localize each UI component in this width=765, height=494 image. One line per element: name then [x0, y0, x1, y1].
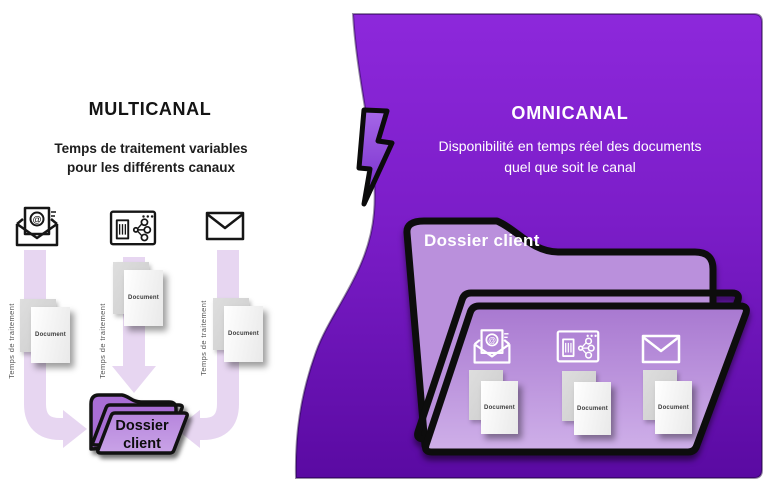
arrow-email-to-folder	[24, 250, 63, 440]
document-card: Document	[124, 270, 163, 326]
vertical-label-envelope: Temps de traitement	[199, 300, 208, 376]
email-at-icon: @	[15, 206, 59, 247]
document-label: Document	[228, 331, 259, 337]
document-label: Document	[658, 404, 689, 411]
document-card: Document	[224, 306, 263, 362]
multicanal-title: MULTICANAL	[88, 99, 212, 119]
small-folder-label-line2: client	[123, 436, 161, 452]
document-label: Document	[128, 295, 159, 301]
omnicanal-subtitle-line2: quel que soit le canal	[504, 159, 636, 175]
document-card: Document	[31, 307, 70, 363]
svg-text:@: @	[33, 215, 42, 225]
document-card: Document	[481, 381, 518, 434]
document-label: Document	[484, 404, 515, 411]
svg-text:@: @	[488, 336, 496, 345]
envelope-icon	[205, 211, 245, 241]
multicanal-subtitle-line2: pour les différents canaux	[66, 160, 236, 175]
document-card: Document	[574, 382, 611, 435]
arrow-envelope-to-folder	[200, 250, 239, 440]
arrowhead-down	[112, 366, 156, 393]
multicanal-arrowheads	[63, 366, 200, 448]
omnicanal-subtitle: Disponibilité en temps réel des document…	[385, 136, 755, 178]
multicanal-subtitle-line1: Temps de traitement variables	[54, 141, 248, 156]
small-folder-label-line1: Dossier	[115, 418, 169, 434]
small-folder-label: Dossier client	[97, 417, 187, 453]
vertical-label-portal: Temps de traitement	[98, 303, 107, 379]
document-label: Document	[35, 332, 66, 338]
web-portal-icon	[109, 210, 157, 246]
envelope-icon	[641, 334, 681, 364]
vertical-label-email: Temps de traitement	[7, 303, 16, 379]
arrowhead-right	[63, 410, 87, 448]
email-at-icon: @	[473, 329, 511, 364]
small-folder-front	[96, 411, 189, 455]
lightning-bolt-icon	[356, 107, 395, 207]
document-card: Document	[655, 381, 692, 434]
arrowhead-left	[176, 410, 200, 448]
document-label: Document	[577, 405, 608, 412]
multicanal-subtitle: Temps de traitement variables pour les d…	[0, 139, 302, 177]
omnicanal-subtitle-line1: Disponibilité en temps réel des document…	[438, 138, 702, 154]
small-folder	[89, 393, 189, 455]
omnicanal-title: OMNICANAL	[511, 103, 629, 123]
big-folder-label: Dossier client	[424, 231, 540, 250]
web-portal-icon	[556, 330, 600, 363]
